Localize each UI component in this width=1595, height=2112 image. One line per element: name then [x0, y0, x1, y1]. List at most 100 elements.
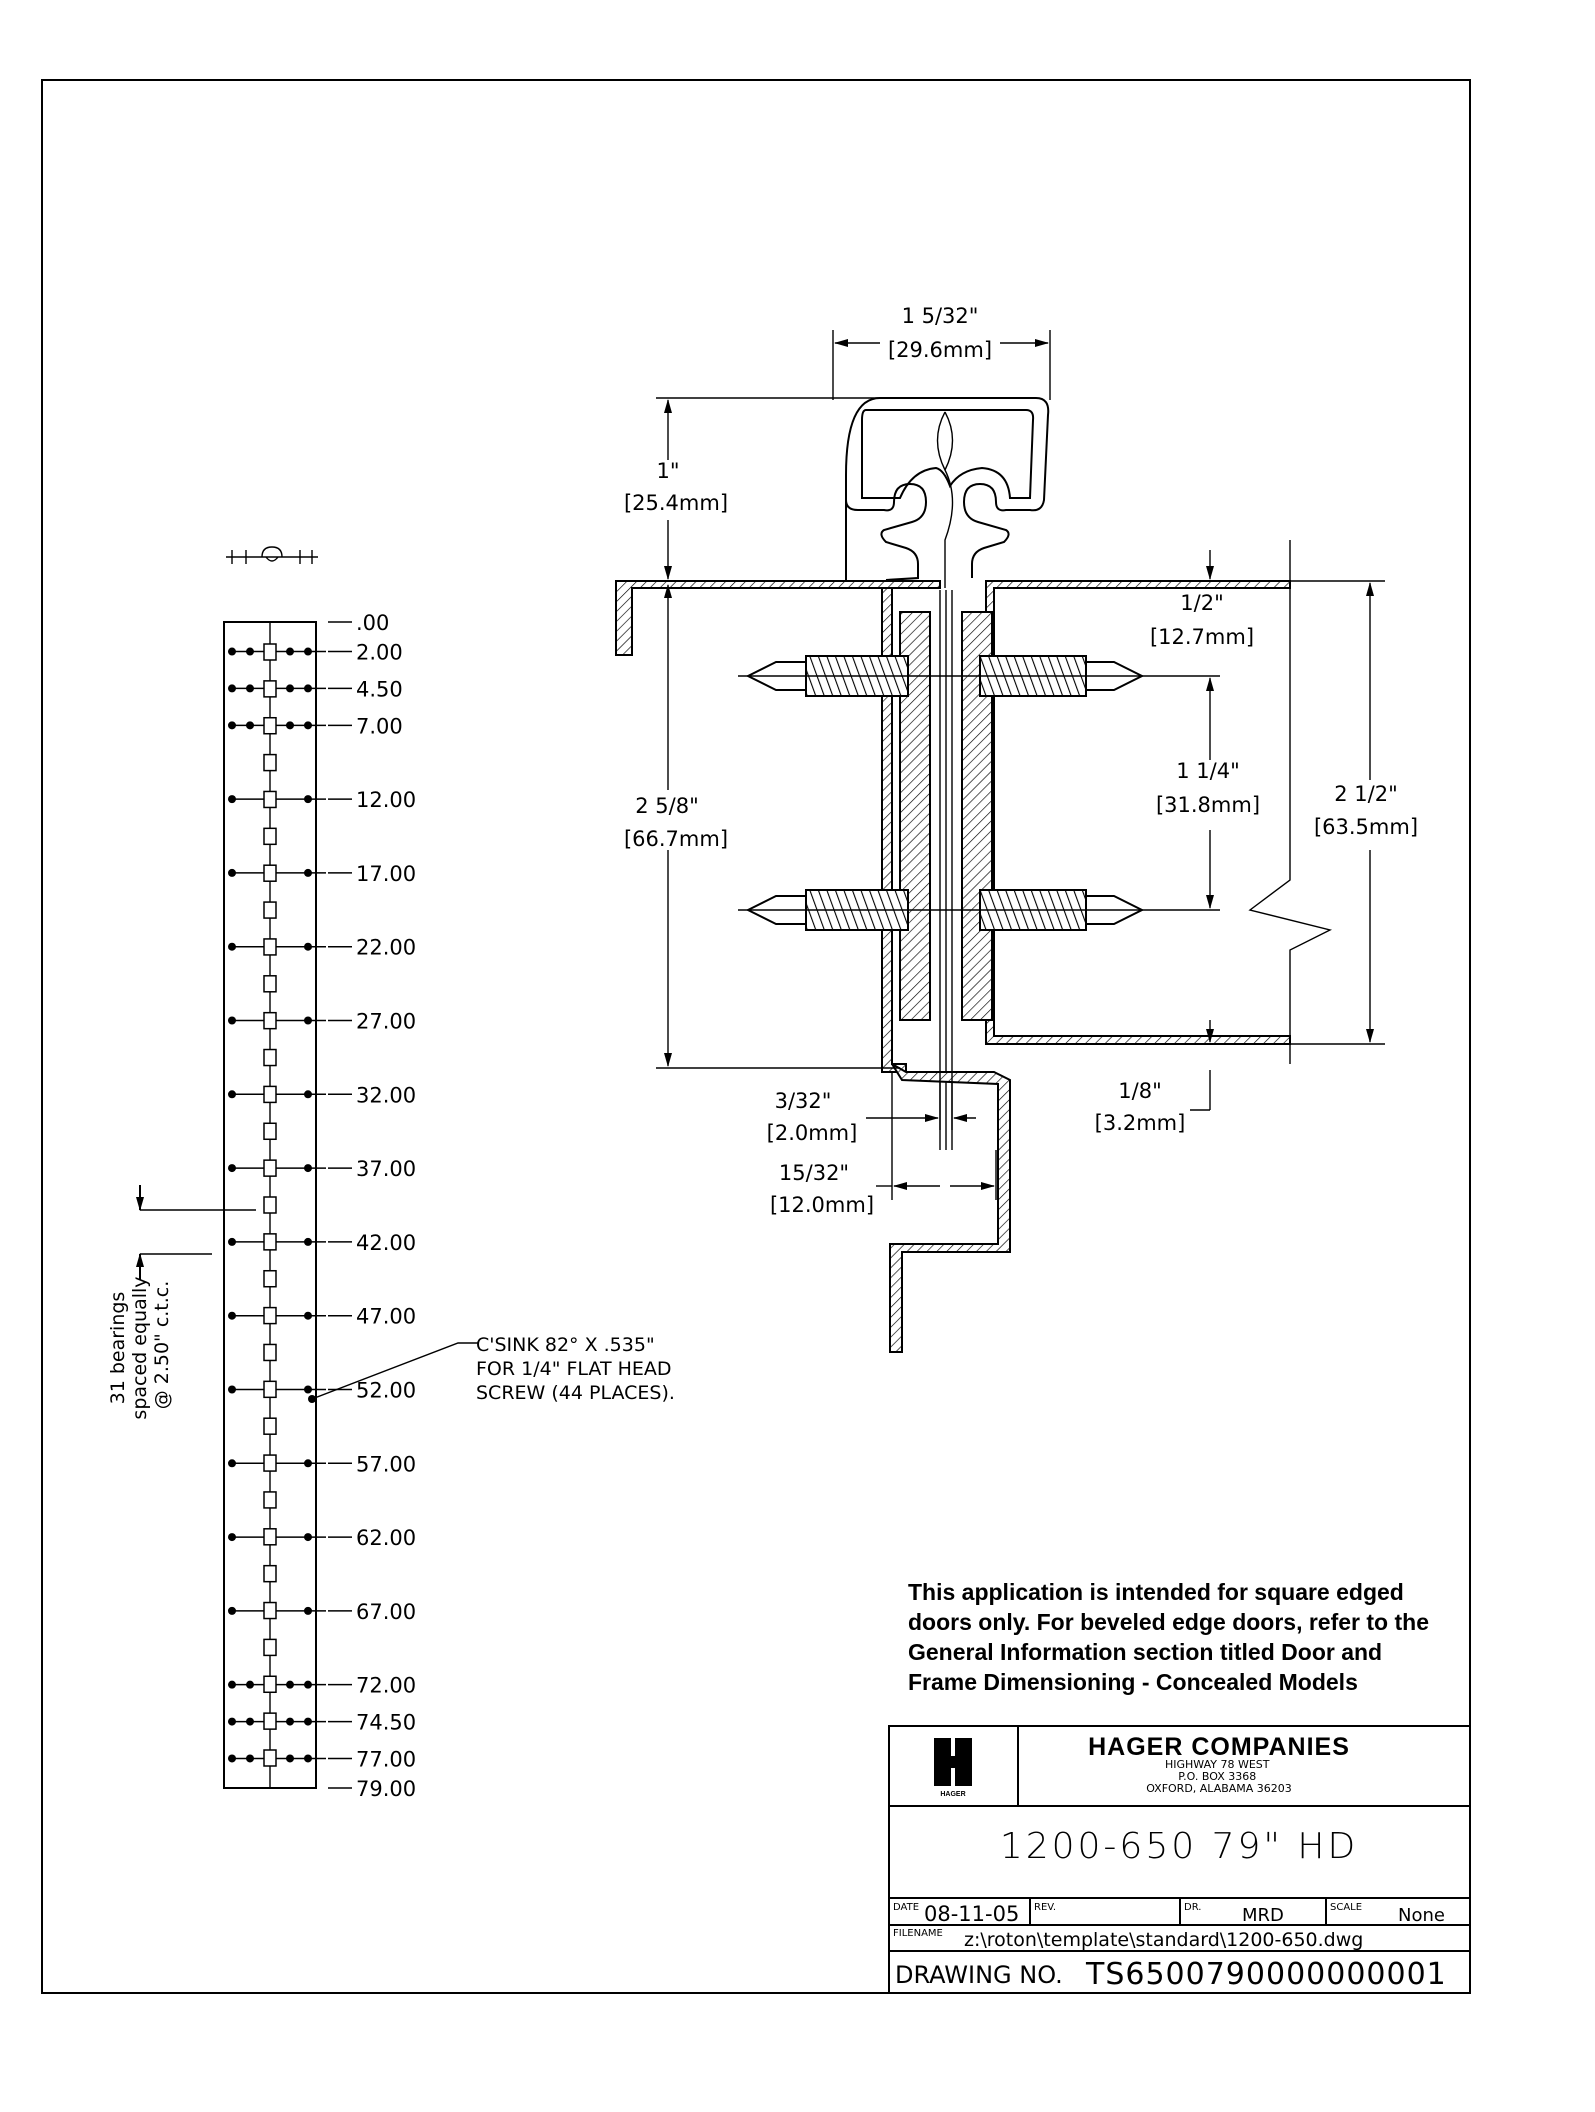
hager-logo-icon: HAGER — [934, 1738, 972, 1798]
station-label: 67.00 — [356, 1600, 416, 1624]
station-label: 7.00 — [356, 714, 403, 738]
dim-door-thickness: 2 1/2" — [1334, 782, 1398, 806]
station-label: 79.00 — [356, 1777, 416, 1801]
hinge-top-view-icon — [226, 546, 318, 564]
dim-backset: 15/32" — [779, 1161, 849, 1185]
screw-hole-row — [228, 1164, 326, 1173]
bearing-mark — [263, 1159, 277, 1177]
bearing-mark — [263, 643, 277, 661]
dim-top-width: 1 5/32" — [902, 304, 979, 328]
bearing-mark — [263, 1269, 277, 1288]
csink-note: C'SINK 82° X .535" FOR 1/4" FLAT HEAD SC… — [476, 1334, 678, 1404]
dim-knuckle-height-mm: [25.4mm] — [624, 491, 728, 515]
bearing-mark — [263, 1638, 277, 1657]
hinge-section: 1 5/32" [29.6mm] 1" [25.4mm] 1/2" [12.7m… — [615, 304, 1418, 1353]
screw-hole-row — [228, 1090, 326, 1099]
filename-value: z:\roton\template\standard\1200-650.dwg — [964, 1929, 1363, 1951]
station-label: 77.00 — [356, 1747, 416, 1771]
screw-hole-row — [228, 868, 326, 877]
bearing-mark — [263, 753, 277, 772]
screw-hole-row — [228, 1311, 326, 1320]
screw-hole-row — [228, 1717, 326, 1726]
dim-frame-depth: 2 5/8" — [635, 794, 699, 818]
station-label: 52.00 — [356, 1378, 416, 1402]
screw-hole-row — [228, 795, 326, 804]
station-label: 62.00 — [356, 1526, 416, 1550]
screw-hole-row — [228, 1385, 326, 1394]
station-label: 27.00 — [356, 1010, 416, 1034]
bearing-mark — [263, 1491, 277, 1509]
station-label: 37.00 — [356, 1157, 416, 1181]
drawing-no-label: DRAWING NO. — [895, 1961, 1063, 1989]
bearing-mark — [263, 901, 277, 919]
dim-edge: 1/8" — [1118, 1079, 1161, 1103]
bearing-mark — [263, 864, 277, 882]
company-name: HAGER COMPANIES — [1088, 1733, 1350, 1761]
station-label: 17.00 — [356, 862, 416, 886]
station-label: 57.00 — [356, 1452, 416, 1476]
station-label: 4.50 — [356, 677, 403, 701]
dim-gap: 3/32" — [775, 1089, 832, 1113]
screw-hole-row — [228, 1016, 326, 1025]
bearing-mark — [263, 1564, 277, 1583]
dim-screw-spacing-mm: [31.8mm] — [1156, 793, 1260, 817]
drawing-no-value: TS6500790000000001 — [1085, 1957, 1447, 1992]
screw-hole-row — [228, 1754, 326, 1763]
screw-hole-row — [228, 684, 326, 693]
bearing-mark — [263, 1675, 277, 1694]
bearing-mark — [263, 1601, 277, 1620]
dim-backset-mm: [12.0mm] — [770, 1193, 874, 1217]
hinge-cap — [845, 397, 1050, 583]
screw-hole-row — [228, 1606, 326, 1615]
dim-knuckle-height: 1" — [656, 459, 679, 483]
station-label: 22.00 — [356, 936, 416, 960]
dim-frame-depth-mm: [66.7mm] — [624, 827, 728, 851]
sheet-border — [41, 79, 1471, 1994]
screw-hole-row — [228, 942, 326, 951]
company-address: HIGHWAY 78 WEST P.O. BOX 3368 OXFORD, AL… — [1146, 1758, 1292, 1795]
station-label: 47.00 — [356, 1305, 416, 1329]
bearing-mark — [263, 1749, 277, 1767]
bearing-mark — [263, 1343, 277, 1362]
screw-hole-row — [228, 1459, 326, 1468]
station-label: 32.00 — [356, 1083, 416, 1107]
bearing-mark — [263, 1233, 277, 1251]
screw-hole-row — [228, 1680, 326, 1689]
bearing-mark — [263, 1417, 277, 1435]
bearing-mark — [263, 1085, 277, 1104]
dim-edge-mm: [3.2mm] — [1095, 1111, 1186, 1135]
svg-text:REV.: REV. — [1034, 1902, 1056, 1913]
bearing-mark — [263, 1712, 277, 1730]
bearing-mark — [263, 1306, 277, 1325]
dim-door-thickness-mm: [63.5mm] — [1314, 815, 1418, 839]
bearing-mark — [263, 1528, 277, 1546]
svg-text:SCALE: SCALE — [1330, 1902, 1362, 1913]
svg-text:DR.: DR. — [1184, 1902, 1201, 1913]
bearing-mark — [263, 790, 277, 809]
station-label: 42.00 — [356, 1231, 416, 1255]
svg-text:DATE: DATE — [893, 1902, 919, 1913]
dim-top-width-mm: [29.6mm] — [888, 338, 992, 362]
dim-leaf-offset: 1/2" — [1180, 591, 1223, 615]
bearing-mark — [263, 1380, 277, 1399]
bearing-mark — [263, 1122, 277, 1141]
svg-text:HAGER: HAGER — [940, 1791, 965, 1798]
hinge-elevation: .002.004.507.0012.0017.0022.0027.0032.00… — [107, 546, 678, 1801]
station-label: 74.50 — [356, 1711, 416, 1735]
station-label: 72.00 — [356, 1674, 416, 1698]
bearing-mark — [263, 1048, 277, 1067]
screw-hole-row — [228, 647, 326, 656]
station-label: 2.00 — [356, 641, 403, 665]
drawn-by-value: MRD — [1242, 1905, 1284, 1926]
bearing-mark — [263, 716, 277, 735]
bearing-mark — [263, 1011, 277, 1030]
bearing-mark — [263, 680, 277, 698]
bearing-mark — [263, 827, 277, 846]
bearing-mark — [263, 1196, 277, 1214]
screw-hole-row — [228, 1237, 326, 1246]
title-block: HAGER HAGER COMPANIES HIGHWAY 78 WEST P.… — [888, 1725, 1471, 1994]
dim-gap-mm: [2.0mm] — [767, 1121, 858, 1145]
scale-value: None — [1398, 1905, 1445, 1926]
bearing-mark — [263, 975, 277, 993]
screw-hole-row — [228, 1533, 326, 1542]
